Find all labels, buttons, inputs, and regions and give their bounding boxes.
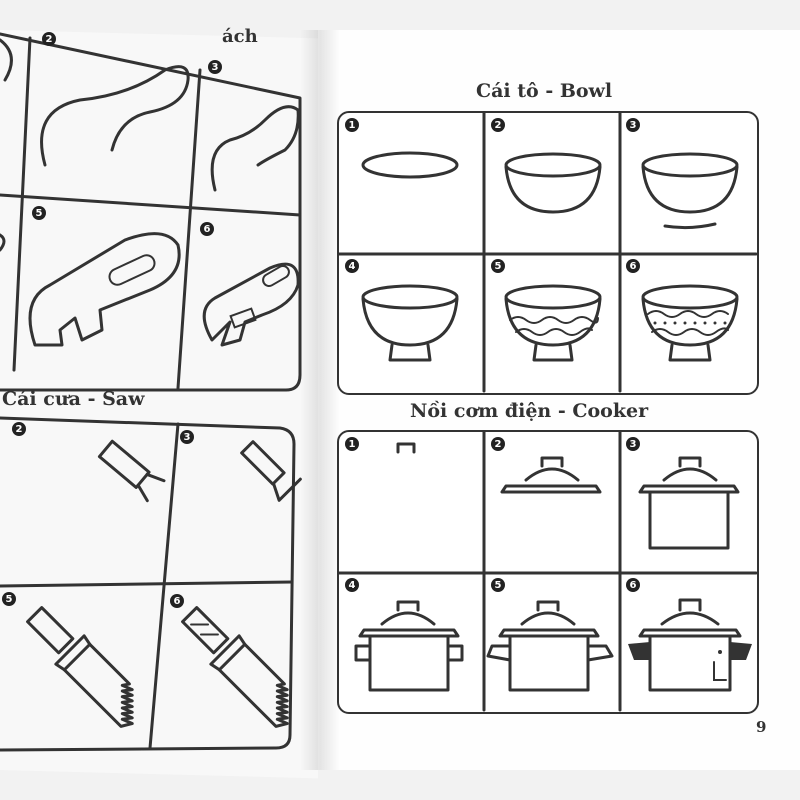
bowl-title: Cái tô - Bowl bbox=[476, 80, 613, 102]
saw-step-5-number: 5 bbox=[2, 592, 16, 606]
cooker-step-3-number: 3 bbox=[626, 437, 640, 451]
wrench-step-5-number: 5 bbox=[32, 206, 46, 220]
bowl-step-5-number: 5 bbox=[491, 259, 505, 273]
saw-title: Cái cưa - Saw bbox=[2, 388, 145, 410]
cooker-step-2-number: 2 bbox=[491, 437, 505, 451]
bowl-step-1-number: 1 bbox=[345, 118, 359, 132]
cooker-title: Nồi cơm điện - Cooker bbox=[410, 400, 649, 422]
page-number: 9 bbox=[756, 718, 767, 736]
bowl-step-6-number: 6 bbox=[626, 259, 640, 273]
saw-step-2-number: 2 bbox=[12, 422, 26, 436]
cooker-step-6-number: 6 bbox=[626, 578, 640, 592]
bowl-step-3-number: 3 bbox=[626, 118, 640, 132]
wrench-step-6-number: 6 bbox=[200, 222, 214, 236]
wrench-step-2-number: 2 bbox=[42, 32, 56, 46]
saw-step-6-number: 6 bbox=[170, 594, 184, 608]
cooker-step-1-number: 1 bbox=[345, 437, 359, 451]
bowl-step-4-number: 4 bbox=[345, 259, 359, 273]
wrench-step-3-number: 3 bbox=[208, 60, 222, 74]
cooker-step-5-number: 5 bbox=[491, 578, 505, 592]
bowl-step-2-number: 2 bbox=[491, 118, 505, 132]
book-gutter bbox=[300, 30, 340, 770]
saw-step-3-number: 3 bbox=[180, 430, 194, 444]
wrench-title-fragment: ách bbox=[222, 26, 258, 47]
cooker-step-4-number: 4 bbox=[345, 578, 359, 592]
